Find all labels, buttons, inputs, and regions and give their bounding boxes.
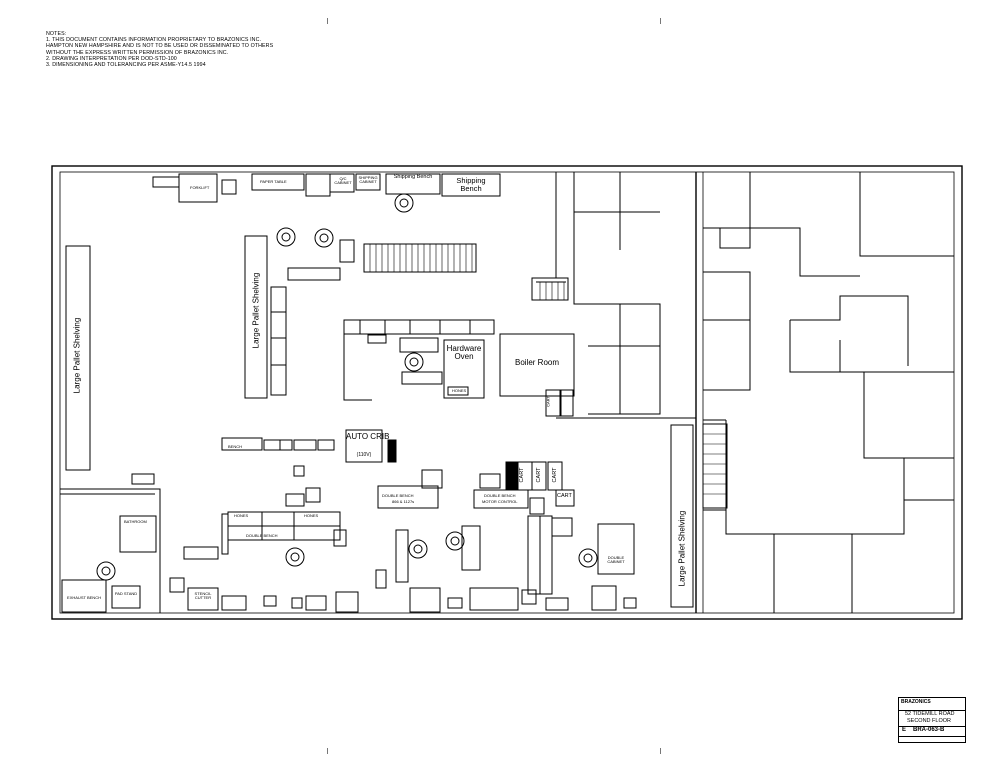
large-pallet-shelving-left-label: Large Pallet Shelving [72,317,82,394]
shelving-right [670,424,694,608]
registration-tick [660,18,661,24]
forklift [178,173,218,203]
large-pallet-shelving-center-label: Large Pallet Shelving [251,272,261,349]
inner-wall [59,171,955,614]
hones-label: HONES [304,513,319,518]
paper-table-label: PAPER TABLE [260,179,287,184]
hardware-oven [443,339,485,399]
bathroom [119,515,157,553]
auto-crib-label: AUTO CRIB [346,432,390,441]
notes-line: WITHOUT THE EXPRESS WRITTEN PERMISSION O… [46,49,229,56]
boiler-room-label: Boiler Room [514,358,559,367]
hones-label: HONES [234,513,249,518]
cart-label: CART [545,396,551,407]
exhaust-bench-label: EXHAUST BENCH [67,595,101,600]
double-bench-label: DOUBLE BENCH [382,493,414,498]
boiler-room [499,333,575,397]
auto-crib [345,429,383,463]
double-cabinet-label: DOUBLE CABINET [607,555,625,565]
pad-stand-label: PAD STAND [114,591,138,596]
qc-cabinet-label: Q/C CABINET [334,176,352,186]
cart-label: CART [557,493,572,499]
double-bench-label: DOUBLE BENCH [246,533,278,538]
shipping-bench-label: Shipping Bench [456,176,486,193]
building-outline [51,165,963,620]
bathroom-wall [60,488,161,613]
cart-label: CART [536,467,542,483]
registration-tick [327,748,328,754]
address-line-1: 52 TIDEMILL ROAD [905,711,955,717]
sheet-size: E [902,727,907,733]
registration-tick [660,748,661,754]
registration-tick [327,18,328,24]
notes-line: 3. DIMENSIONING AND TOLERANCING PER ASME… [46,62,206,69]
drawing-notes: NOTES: 1. THIS DOCUMENT CONTAINS INFORMA… [46,31,273,68]
auto-crib-voltage: (110V) [356,452,372,458]
bench-label: BENCH [228,444,243,449]
shipping-cabinet-label: SHIPPING CABINET [358,175,378,185]
notes-line: 1. THIS DOCUMENT CONTAINS INFORMATION PR… [46,37,262,44]
notes-heading: NOTES: [46,31,67,37]
bathroom-label: BATHROOM [124,519,147,524]
double-bench-sub-label: MOTOR CONTROL [482,499,518,504]
notes-line: HAMPTON NEW HAMPSHIRE AND IS NOT TO BE U… [46,43,274,50]
notes-line: 2. DRAWING INTERPRETATION PER DOD-STD-10… [46,55,177,62]
company-name: BRAZONICS [901,699,931,705]
drawing-number: BRA-063-B [913,727,945,733]
double-bench-sub-label: 866 & 1127s [392,499,415,504]
exhaust-bench [61,579,107,613]
large-pallet-shelving-right-label: Large Pallet Shelving [677,510,687,587]
address-line-2: SECOND FLOOR [907,718,952,724]
shelving-center [244,235,268,399]
hones-label: HONES [452,388,467,393]
double-bench-label: DOUBLE BENCH [484,493,516,498]
stencil-cutter-label: STENCIL CUTTER [194,591,212,601]
shipping-bench-label: Shipping Bench [393,174,433,180]
cart-label: CART [552,467,558,483]
hardware-oven-label: Hardware Oven [446,344,482,362]
forklift-label: FORKLIFT [190,185,210,190]
cart-label: CART [519,467,525,483]
shelving-left [65,245,91,471]
title-block: BRAZONICS 52 TIDEMILL ROAD SECOND FLOOR … [898,697,966,743]
